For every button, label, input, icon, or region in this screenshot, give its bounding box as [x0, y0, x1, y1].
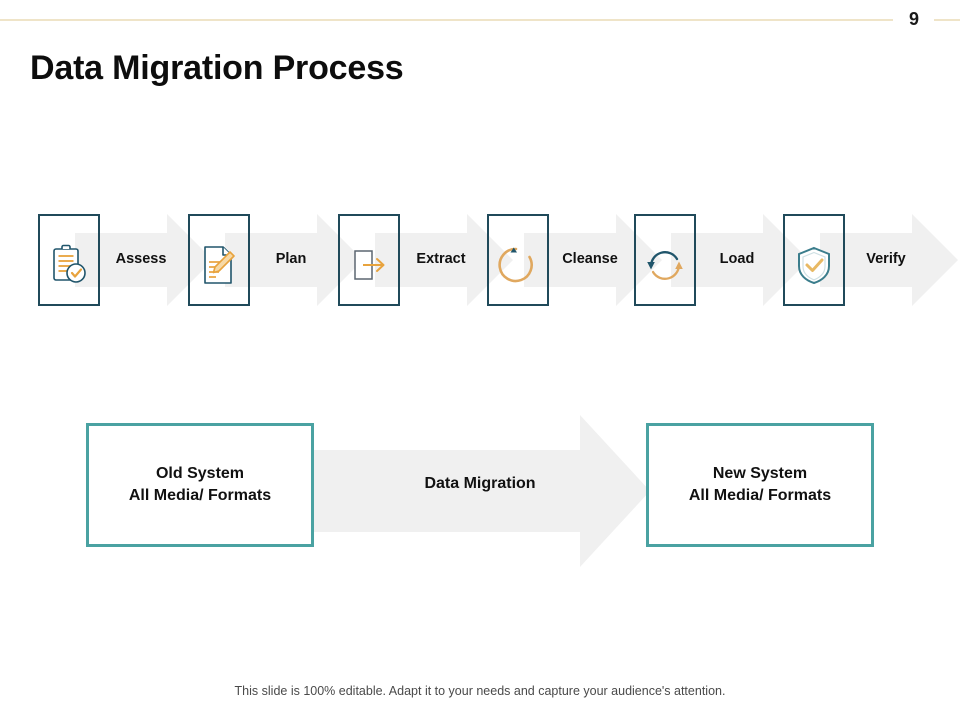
shield-check-icon: [798, 246, 830, 285]
sync-arrows-icon: [647, 251, 683, 280]
step-chevron-arrow: [375, 214, 513, 306]
process-step-extract[interactable]: Extract: [338, 205, 518, 317]
step-label-assess: Assess: [115, 251, 167, 267]
page-number: 9: [908, 9, 919, 29]
footer-note: This slide is 100% editable. Adapt it to…: [234, 684, 726, 698]
migration-big-arrow: [308, 415, 650, 567]
export-arrow-icon: [354, 250, 385, 280]
refresh-circle-icon: [498, 247, 533, 283]
step-icon-frame: [487, 214, 549, 306]
step-label-extract: Extract: [416, 251, 466, 267]
step-icon-frame: [38, 214, 100, 306]
step-label-plan: Plan: [275, 251, 307, 267]
new-system-line1: New System: [712, 465, 808, 482]
process-step-load[interactable]: Load: [634, 205, 814, 317]
old-system-line2: All Media/ Formats: [128, 487, 272, 504]
step-chevron-arrow: [75, 214, 213, 306]
header-rule-left: [0, 19, 893, 21]
step-icon-frame: [338, 214, 400, 306]
header-rule-right: [934, 19, 960, 21]
clipboard-check-icon: [53, 244, 86, 283]
step-chevron-arrow: [225, 214, 363, 306]
step-label-cleanse: Cleanse: [562, 251, 618, 267]
step-label-verify: Verify: [866, 251, 906, 267]
step-icon-frame: [634, 214, 696, 306]
step-icon-frame: [783, 214, 845, 306]
process-steps-row: Assess Plan Extract: [0, 205, 960, 317]
process-step-verify[interactable]: Verify: [783, 205, 960, 317]
document-pencil-icon: [204, 246, 235, 284]
old-system-line1: Old System: [155, 465, 245, 482]
new-system-line2: All Media/ Formats: [688, 487, 832, 504]
process-step-plan[interactable]: Plan: [188, 205, 368, 317]
step-chevron-arrow: [671, 214, 809, 306]
process-step-assess[interactable]: Assess: [38, 205, 218, 317]
page-title: Data Migration Process: [30, 49, 404, 87]
step-label-load: Load: [719, 251, 755, 267]
step-chevron-arrow: [524, 214, 662, 306]
step-chevron-arrow: [820, 214, 958, 306]
process-step-cleanse[interactable]: Cleanse: [487, 205, 667, 317]
migration-arrow-label: Data Migration: [424, 475, 536, 492]
step-icon-frame: [188, 214, 250, 306]
